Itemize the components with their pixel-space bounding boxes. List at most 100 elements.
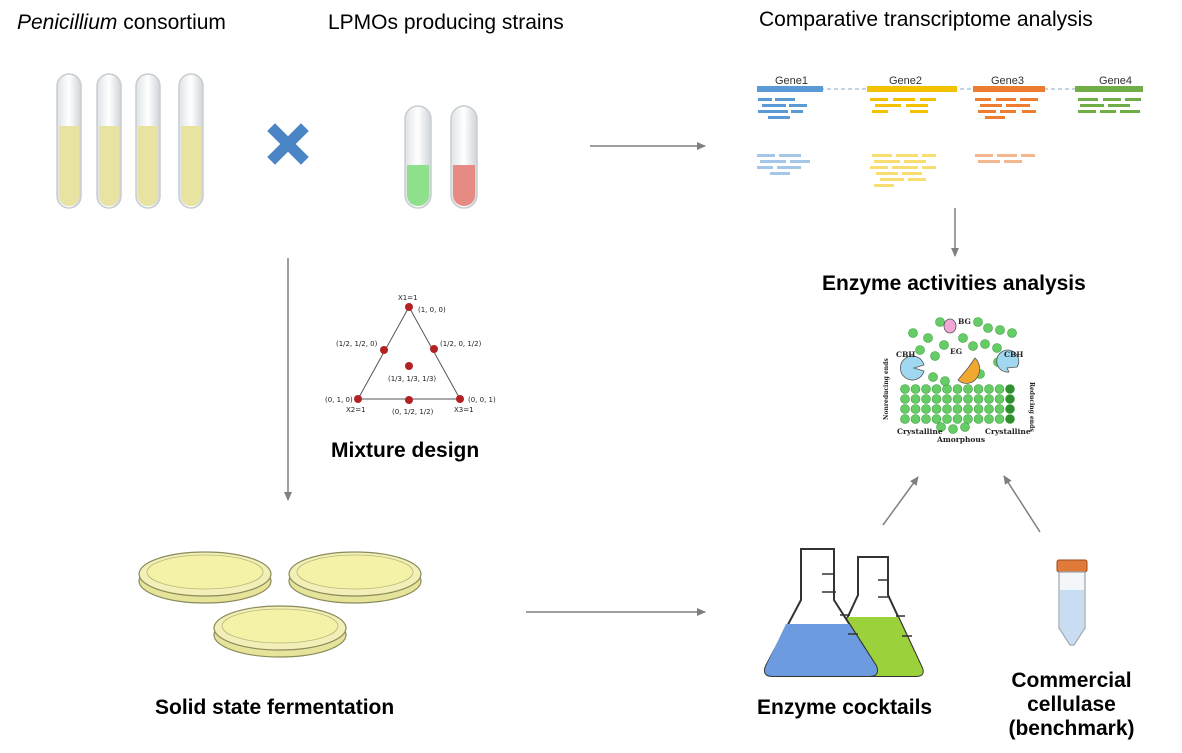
glucose-unit <box>931 414 942 424</box>
petri-dish-icon <box>138 551 272 604</box>
crystalline-left-label: Crystalline <box>897 427 943 436</box>
arrow-cocktails-to-activities <box>882 476 919 526</box>
glucose-unit <box>994 394 1005 404</box>
glucose-unit <box>994 384 1005 394</box>
faded-reads <box>757 154 1035 187</box>
glucose-unit <box>921 404 931 414</box>
glucose-unit <box>921 384 931 394</box>
test-tube-icon <box>450 105 478 209</box>
gene-label: Gene1 <box>775 75 808 87</box>
glucose-unit <box>936 422 946 432</box>
commercial-line-1: Commercial <box>1011 669 1132 692</box>
glucose-unit <box>973 394 984 404</box>
glucose-unit <box>984 394 994 404</box>
glucose-unit <box>900 394 910 404</box>
glucose-unit <box>1005 404 1015 414</box>
design-point <box>354 395 362 403</box>
test-tube-icon <box>96 73 122 209</box>
petri-dish-icon <box>213 605 347 658</box>
test-tube-icon <box>404 105 432 209</box>
penicillium-consortium-title: Penicillium consortium <box>17 11 226 35</box>
enzyme-activities-title: Enzyme activities analysis <box>822 272 1086 295</box>
design-point <box>405 303 413 311</box>
transcriptome-tracks: Gene1 Gene2 Gene3 Gene4 <box>757 75 1143 187</box>
glucose-unit <box>994 414 1005 424</box>
penicillium-genus-text: Penicillium <box>17 11 118 34</box>
glucose-unit <box>973 404 984 414</box>
glucose-unit <box>1005 384 1015 394</box>
glucose-unit <box>952 384 963 394</box>
design-point <box>380 346 388 354</box>
glucose-unit <box>900 384 910 394</box>
glucose-units <box>908 317 1017 386</box>
mixture-design-simplex: X1=1 (1, 0, 0) (1/2, 1/2, 0) (1/2, 0, 1/… <box>325 294 496 416</box>
consortium-text: consortium <box>117 11 226 34</box>
glucose-unit <box>942 394 952 404</box>
glucose-unit <box>963 404 973 414</box>
glucose-unit <box>931 384 942 394</box>
falcon-tube-icon <box>1056 559 1088 646</box>
cross-icon <box>267 123 309 165</box>
mixture-design-title: Mixture design <box>331 439 480 462</box>
glucose-unit <box>1005 394 1015 404</box>
glucose-unit <box>963 384 973 394</box>
bg-label: BG <box>958 317 971 326</box>
arrow-benchmark-to-activities <box>1003 475 1041 533</box>
glucose-unit <box>910 394 921 404</box>
test-tube-icon <box>178 73 204 209</box>
vertex-label-left: X2=1 <box>346 406 366 414</box>
gene-label: Gene3 <box>991 75 1024 87</box>
glucose-unit <box>952 404 963 414</box>
gene-label: Gene2 <box>889 75 922 87</box>
glucose-unit <box>973 414 984 424</box>
cbh-right-enzyme-icon: CBH <box>996 349 1023 373</box>
glucose-unit <box>948 424 958 434</box>
glucose-unit <box>910 404 921 414</box>
glucose-unit <box>984 384 994 394</box>
lpmo-tubes <box>404 105 478 209</box>
solid-state-fermentation-title: Solid state fermentation <box>155 696 395 719</box>
gene-track: Gene3 <box>973 75 1045 119</box>
glucose-unit <box>921 414 931 424</box>
test-tube-icon <box>56 73 82 209</box>
point-label: (1/2, 0, 1/2) <box>440 340 482 348</box>
commercial-line-3: (benchmark) <box>1008 717 1135 740</box>
commercial-line-2: cellulase <box>1027 693 1116 716</box>
enzyme-cocktails-title: Enzyme cocktails <box>757 696 933 719</box>
bg-enzyme-icon: BG <box>943 317 971 334</box>
petri-dish-icon <box>288 551 422 604</box>
glucose-unit <box>931 404 942 414</box>
flasks <box>763 548 924 677</box>
design-point <box>430 345 438 353</box>
cbh-right-label: CBH <box>1004 350 1023 359</box>
glucose-unit <box>910 414 921 424</box>
penicillium-tubes <box>56 73 204 209</box>
design-point <box>405 362 413 370</box>
commercial-cellulase-title: Commercial cellulase (benchmark) <box>1000 669 1143 741</box>
nonreducing-ends-label: Nonreducing ends <box>883 358 890 420</box>
glucose-unit <box>1005 414 1015 424</box>
cellulose-enzyme-illustration: BG CBH EG CBH Crystalline Amorphous Crys… <box>883 317 1035 444</box>
arrows <box>284 142 1041 616</box>
design-point <box>405 396 413 404</box>
vertex-label-top: X1=1 <box>398 294 418 302</box>
lpmo-strains-title: LPMOs producing strains <box>328 11 564 34</box>
eg-label: EG <box>950 347 962 356</box>
flask-blue-icon <box>763 548 879 677</box>
amorphous-label: Amorphous <box>936 435 985 444</box>
point-label: (1, 0, 0) <box>418 306 446 314</box>
gene-track: Gene4 <box>1075 75 1143 113</box>
glucose-unit <box>963 394 973 404</box>
crystalline-right-label: Crystalline <box>985 427 1031 436</box>
point-label: (0, 1/2, 1/2) <box>392 408 434 416</box>
transcriptome-title: Comparative transcriptome analysis <box>759 8 1093 31</box>
point-label: (0, 1, 0) <box>325 396 353 404</box>
eg-enzyme-icon: EG <box>950 347 981 384</box>
glucose-unit <box>942 404 952 414</box>
design-point <box>456 395 464 403</box>
glucose-unit <box>942 384 952 394</box>
glucose-unit <box>952 414 963 424</box>
glucose-unit <box>910 384 921 394</box>
glucose-unit <box>973 384 984 394</box>
point-label: (1/2, 1/2, 0) <box>336 340 378 348</box>
